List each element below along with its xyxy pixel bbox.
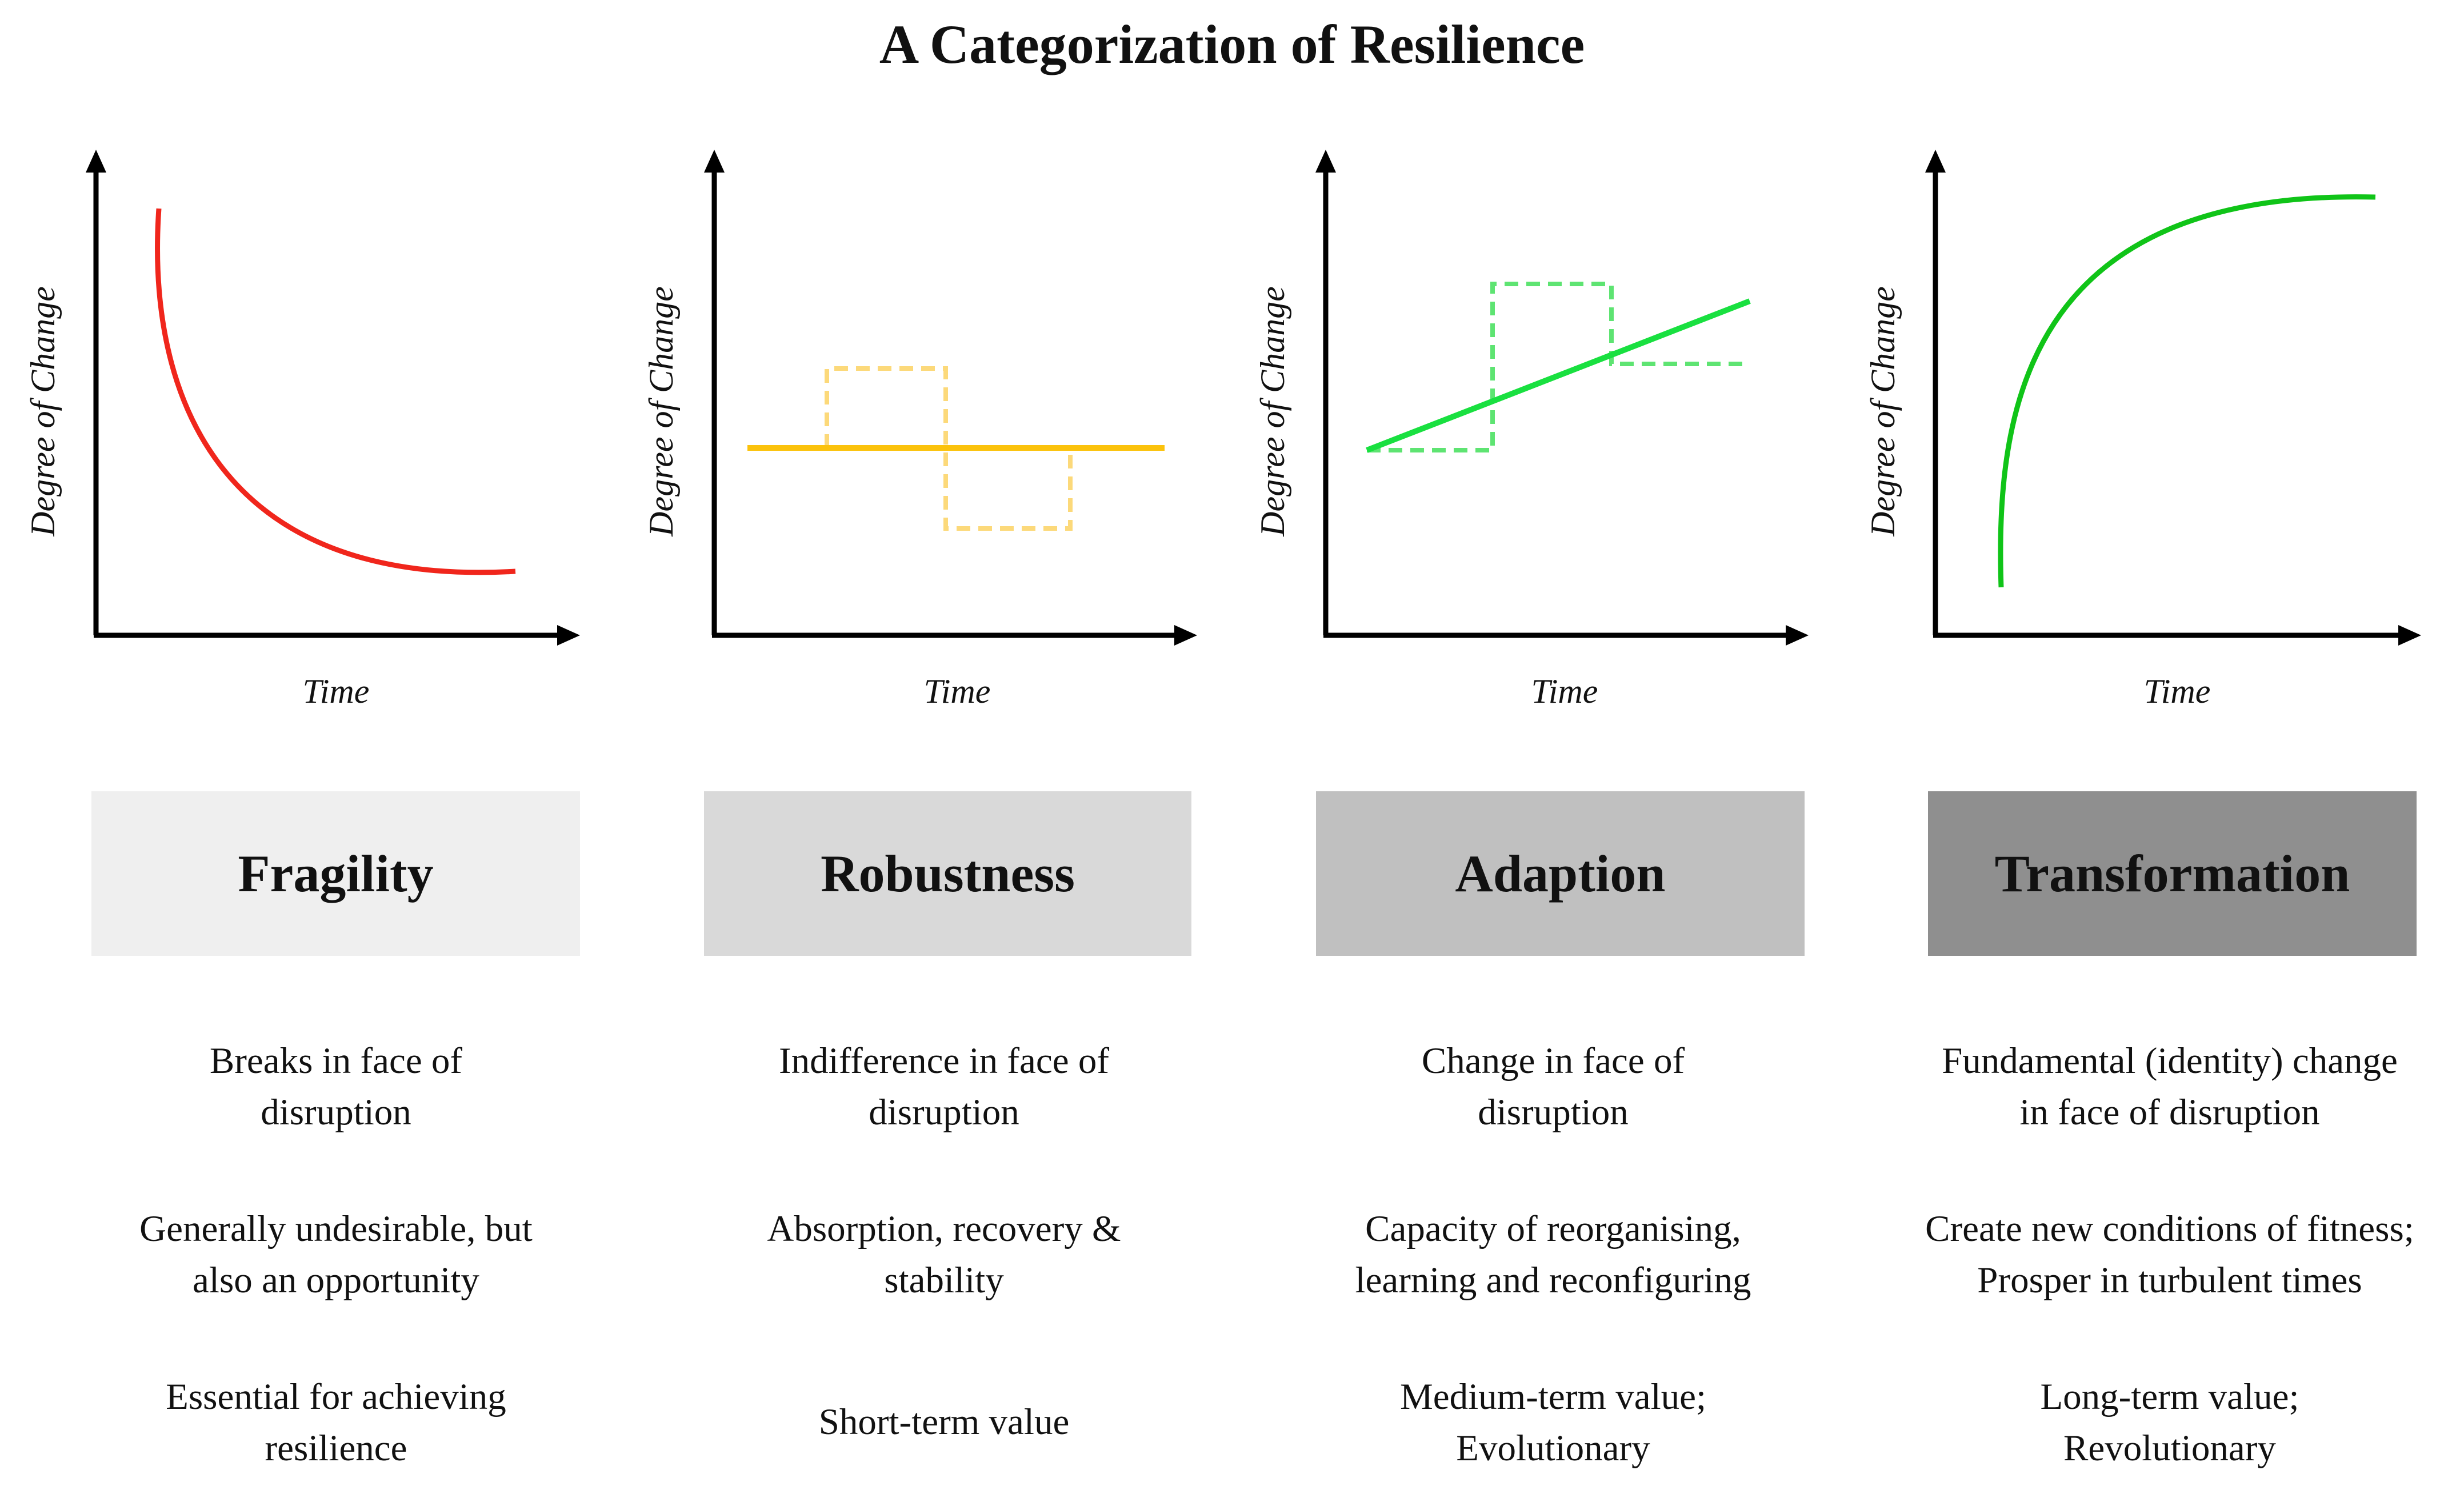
adaption-disruption-dashed [1367,282,1746,452]
category-box-fragility: Fragility [91,791,580,956]
y-axis-label: Degree of Change [24,286,62,536]
column-transformation: Degree of Change Time [1841,0,2421,1486]
transformation-curve [1998,194,2376,588]
y-axis-arrow-icon [704,150,725,173]
adaption-plot [1315,150,1809,646]
robustness-desc-3: Short-term value [818,1401,1070,1443]
adaption-line [1366,298,1751,453]
y-axis-arrow-icon [86,150,106,173]
y-axis-arrow-icon [1925,150,1946,173]
x-axis-arrow-icon [557,625,580,646]
y-axis-label: Degree of Change [642,286,680,536]
robustness-desc-2: Absorption, recovery & stability [767,1208,1121,1301]
x-axis-label: Time [302,672,370,710]
category-box-adaption: Adaption [1316,791,1805,956]
fragility-desc-3: Essential for achieving resilience [166,1376,506,1469]
y-axis-label: Degree of Change [1864,286,1902,536]
x-axis-label: Time [1531,672,1598,710]
adaption-desc-1: Change in face of disruption [1421,1040,1685,1133]
page-title: A Categorization of Resilience [879,14,1585,75]
fragility-desc-2: Generally undesirable, but also an oppor… [139,1208,533,1301]
column-adaption: Degree of Change Time [1229,0,1809,1486]
transformation-desc-3: Long-term value; Revolutionary [2040,1376,2299,1469]
x-axis-label: Time [923,672,991,710]
x-axis-arrow-icon [1786,625,1809,646]
adaption-desc-3: Medium-term value; Evolutionary [1399,1376,1707,1469]
x-axis-arrow-icon [1174,625,1197,646]
category-label: Adaption [1455,844,1666,903]
column-robustness: Degree of Change Time [617,0,1197,1486]
category-label: Robustness [821,844,1075,903]
robustness-plot [704,150,1197,646]
y-axis-label: Degree of Change [1254,286,1291,536]
transformation-desc-2: Create new conditions of fitness; Prospe… [1925,1208,2414,1301]
column-fragility: Degree of Change Time [0,0,580,1486]
fragility-plot [86,150,580,646]
category-box-robustness: Robustness [704,791,1191,956]
robustness-disruption-dashed [825,366,1073,531]
robustness-desc-1: Indifference in face of disruption [778,1040,1110,1133]
transformation-desc-1: Fundamental (identity) change in face of… [1942,1040,2398,1133]
adaption-desc-2: Capacity of reorganising, learning and r… [1355,1208,1751,1301]
y-axis-arrow-icon [1315,150,1336,173]
category-label: Fragility [238,844,434,903]
fragility-desc-1: Breaks in face of disruption [209,1040,463,1133]
x-axis-label: Time [2143,672,2211,710]
x-axis-arrow-icon [2398,625,2421,646]
fragility-curve [155,208,516,575]
transformation-plot [1925,150,2421,646]
category-label: Transformation [1994,844,2350,903]
category-box-transformation: Transformation [1928,791,2417,956]
